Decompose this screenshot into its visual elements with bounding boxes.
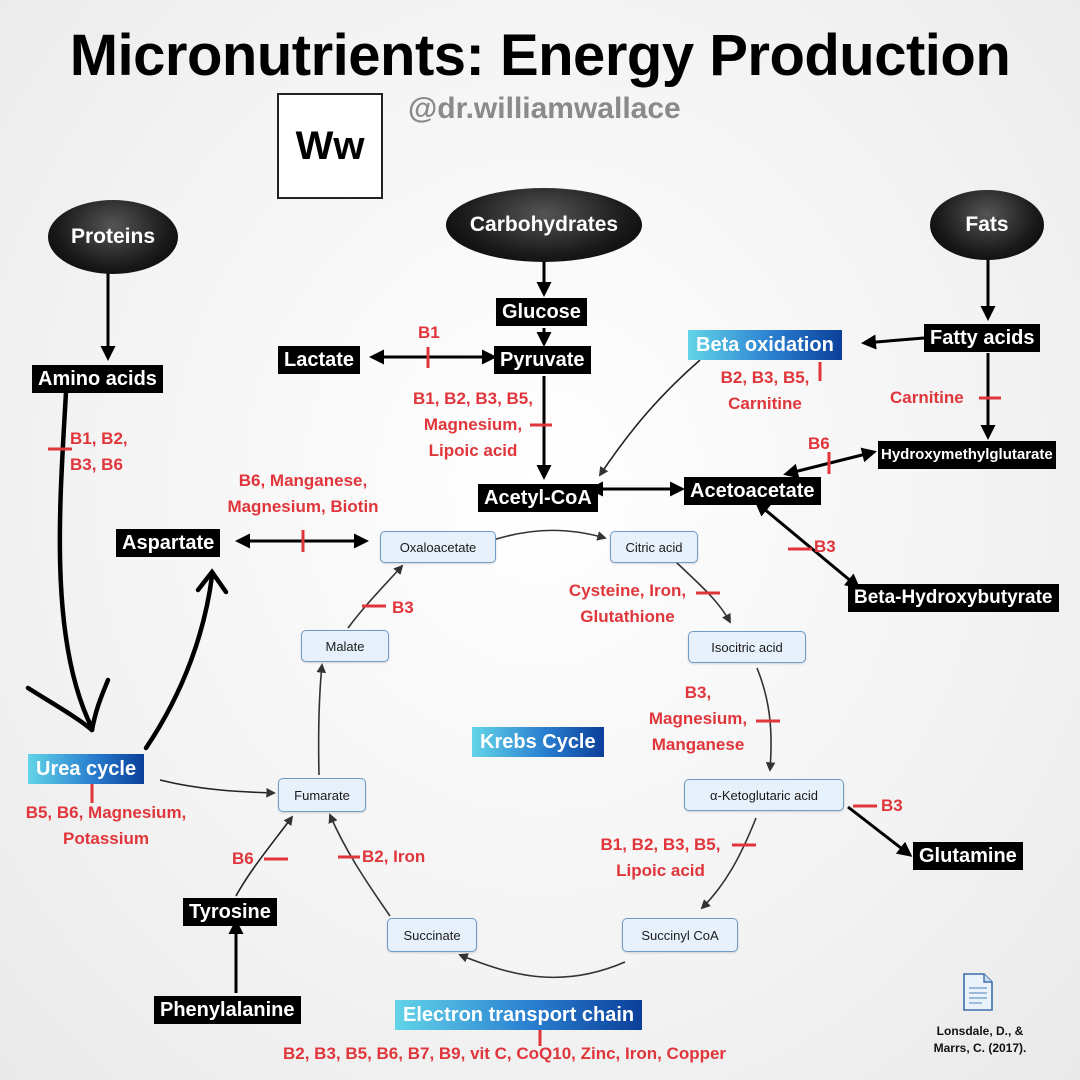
node-glucose: Glucose [496,298,587,326]
node-lactate: Lactate [278,346,361,374]
cofactor-amino-acids: B1, B2, B3, B6 [70,429,128,474]
node-glutamine: Glutamine [913,842,1023,870]
cofactor-beta-oxidation: B2, B3, B5, Carnitine [720,368,810,413]
node-acetyl-coa: Acetyl-CoA [478,484,598,512]
krebs-oxaloacetate: Oxaloacetate [380,531,496,563]
cofactor-ketoglutaric-succinyl: B1, B2, B3, B5, Lipoic acid [600,835,721,880]
node-tyrosine: Tyrosine [183,898,277,926]
arrow-urea-aspartate [143,573,215,751]
node-beta-hydroxybutyrate: Beta-Hydroxybutyrate [848,584,1059,612]
krebs-fumarate: Fumarate [278,778,366,812]
oval-carbohydrates: Carbohydrates [446,188,642,262]
node-electron-transport-chain: Electron transport chain [395,1000,643,1030]
arrow-malate-oxaloacetate [347,564,404,629]
oval-proteins: Proteins [48,200,178,274]
cofactor-pyruvate-acetyl: B1, B2, B3, B5, Magnesium, Lipoic acid [413,389,533,460]
arrow-fattyacids-betaox [861,334,925,350]
arrow-acetoacetate-bhb [754,501,861,589]
oval-fats: Fats [930,190,1044,260]
cofactor-isocitric-ketoglutaric: B3, Magnesium, Manganese [648,683,748,754]
author-handle: @dr.williamwallace [408,92,681,125]
krebs-succinyl-coa: Succinyl CoA [622,918,738,952]
node-fatty-acids: Fatty acids [924,324,1041,352]
arrow-tyrosine-fumarate [235,815,294,897]
node-krebs-cycle: Krebs Cycle [472,727,604,757]
document-icon [962,972,994,1012]
arrow-succinyl-succinate [458,953,626,979]
node-pyruvate: Pyruvate [494,346,591,374]
krebs-isocitric-acid: Isocitric acid [688,631,806,663]
arrow-fumarate-malate [316,663,327,776]
cofactor-tyrosine-fumarate: B6 [232,849,254,868]
node-acetoacetate: Acetoacetate [684,477,821,505]
arrow-ketoglutaric-succinyl [700,817,757,910]
krebs-a-ketoglutaric-acid: α-Ketoglutaric acid [684,779,844,811]
node-hydroxymethylglutarate: Hydroxymethylglutarate [878,441,1056,469]
cofactor-urea-cycle: B5, B6, Magnesium, Potassium [25,803,187,848]
krebs-malate: Malate [301,630,389,662]
cofactor-succinate-fumarate: B2, Iron [362,847,426,866]
node-beta-oxidation: Beta oxidation [688,330,842,360]
cofactor-aspartate: B6, Manganese, Magnesium, Biotin [227,471,379,516]
node-phenylalanine: Phenylalanine [154,996,301,1024]
arrow-amino-urea [57,389,95,731]
krebs-succinate: Succinate [387,918,477,952]
arrow-oxaloacetate-citric [492,529,607,541]
logo: Ww [277,93,383,199]
cofactor-etc: B2, B3, B5, B6, B7, B9, vit C, CoQ10, Zi… [283,1044,727,1063]
node-urea-cycle: Urea cycle [28,754,145,784]
cofactor-lactate-pyruvate: B1 [418,323,440,342]
krebs-citric-acid: Citric acid [610,531,698,563]
cofactor-carnitine: Carnitine [890,388,964,407]
arrow-ketoglutaric-glutamine [847,805,913,857]
arrow-succinate-fumarate [328,813,391,917]
cofactor-beta-hydroxybutyrate: B3 [814,537,836,556]
node-aspartate: Aspartate [116,529,221,557]
cofactor-hmg: B6 [808,434,830,453]
page-title: Micronutrients: Energy Production [69,23,1011,88]
cofactor-malate-oxaloacetate: B3 [392,598,414,617]
cofactor-citric-isocitric: Cysteine, Iron, Glutathione [568,581,687,626]
node-amino-acids: Amino acids [32,365,163,393]
arrow-urea-fumarate [159,779,276,798]
reference-citation: Lonsdale, D., & Marrs, C. (2017). [933,1024,1027,1055]
arrow-isocitric-ketoglutaric [756,667,776,772]
cofactor-glutamine: B3 [881,796,903,815]
arrow-betaox-acetyl [598,359,701,477]
